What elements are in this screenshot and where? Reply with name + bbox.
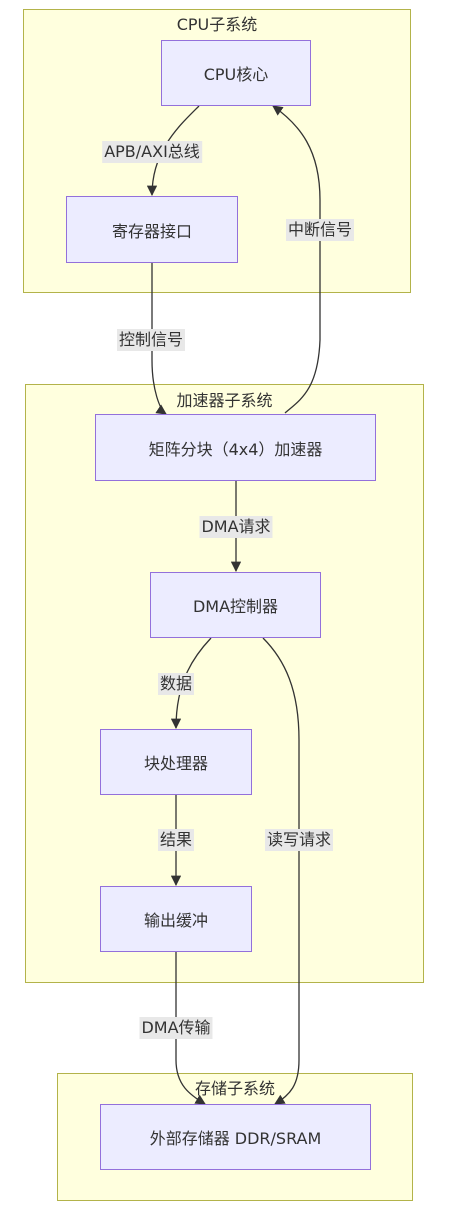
edge-dma-to-memory: [262, 637, 300, 1105]
edge-label-interrupt: 中断信号: [285, 219, 355, 241]
edge-label-dma-transfer: DMA传输: [139, 1017, 213, 1039]
accelerator-subsystem-title: 加速器子系统: [176, 391, 273, 410]
dma-controller-node: DMA控制器: [150, 572, 321, 638]
edge-dma-to-block: [170, 637, 212, 730]
edge-register-to-matrix: [151, 263, 167, 415]
register-interface-node: 寄存器接口: [66, 196, 238, 263]
external-memory-node: 外部存储器 DDR/SRAM: [100, 1104, 371, 1170]
cpu-core-node: CPU核心: [161, 40, 311, 106]
storage-subsystem-title: 存储子系统: [194, 1079, 275, 1098]
edge-label-dma-request: DMA请求: [199, 516, 273, 538]
cpu-subsystem-title: CPU子系统: [176, 15, 258, 34]
edge-label-result: 结果: [157, 829, 195, 851]
edge-label-control: 控制信号: [116, 329, 186, 351]
accelerator-subsystem-cluster: 加速器子系统: [25, 384, 424, 983]
edge-cpu-to-register: [146, 105, 200, 197]
edge-output-to-memory: [175, 952, 206, 1105]
edge-matrix-to-cpu: [272, 105, 321, 414]
edge-label-read-write: 读写请求: [264, 829, 334, 851]
output-buffer-node: 输出缓冲: [100, 886, 252, 952]
block-processor-node: 块处理器: [100, 729, 252, 795]
edge-label-apb-axi: APB/AXI总线: [102, 141, 202, 163]
matrix-accelerator-node: 矩阵分块（4x4）加速器: [95, 414, 376, 481]
edge-label-data: 数据: [157, 673, 195, 695]
